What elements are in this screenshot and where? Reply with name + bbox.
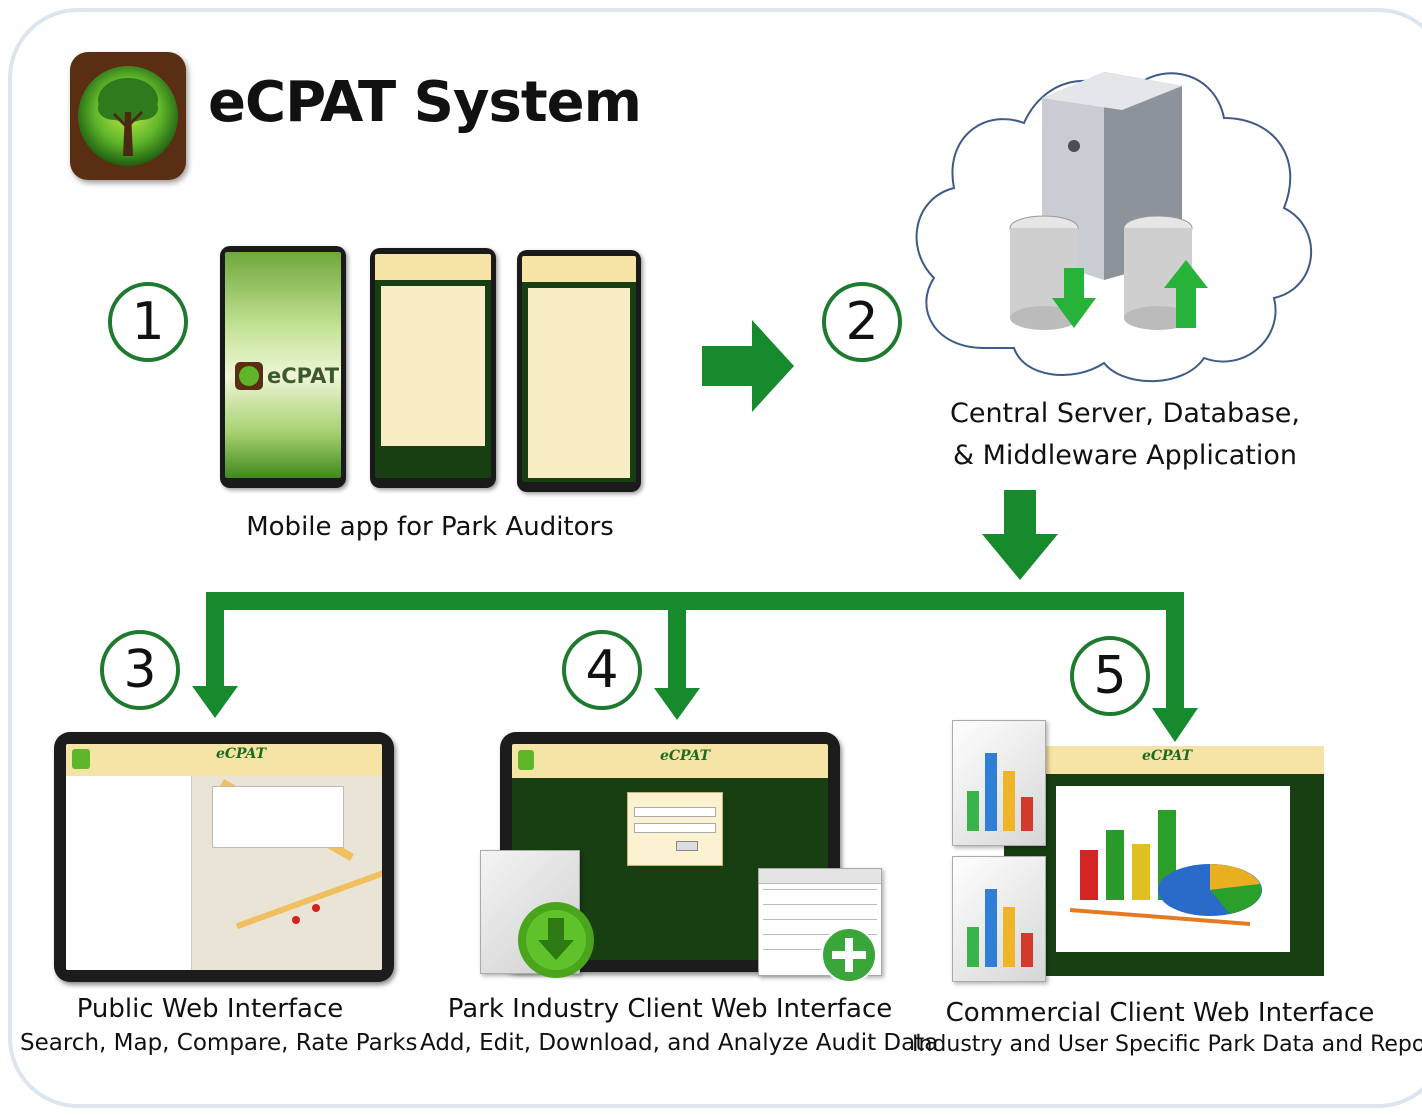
chart-3d-icon [1069,810,1262,926]
password-field[interactable] [634,823,716,833]
logo-icon [518,750,534,770]
step-4-caption: Park Industry Client Web Interface [447,994,893,1024]
step-4-subcaption: Add, Edit, Download, and Analyze Audit D… [420,1030,939,1056]
logo-icon [72,749,90,769]
web-brand: eCPAT [1142,748,1193,764]
app-icon [70,52,186,180]
tree-icon [235,362,263,390]
download-arrow-icon [518,902,594,978]
add-icon [821,927,877,983]
username-field[interactable] [634,807,716,817]
sign-in-button[interactable] [676,841,698,851]
step-2-badge: 2 [822,282,902,362]
phone-form-screen [517,250,641,492]
sign-in-panel [627,792,723,866]
step-1-caption: Mobile app for Park Auditors [246,512,614,542]
map-pin-icon[interactable] [312,904,320,912]
step-5-subcaption: Industry and User Specific Park Data and… [912,1032,1422,1057]
step-5-badge: 5 [1070,636,1150,716]
step-3-caption: Public Web Interface [76,994,344,1024]
report-document-icon [952,720,1046,846]
step-2-caption-line-2: & Middleware Application [952,440,1297,471]
step-2-caption-line-1: Central Server, Database, [949,398,1300,429]
web-brand: eCPAT [660,748,711,764]
commercial-web-panel: eCPAT [1004,746,1324,976]
step-3-subcaption: Search, Map, Compare, Rate Parks [20,1030,418,1056]
public-web-tablet: eCPAT [54,732,394,982]
splash-logo: eCPAT [235,362,339,390]
page-title: eCPAT System [208,70,642,135]
phone-instructions-screen [370,248,496,488]
step-5-caption: Commercial Client Web Interface [945,998,1375,1028]
diagram-frame [8,8,1422,1108]
park-list[interactable] [66,776,192,970]
park-map[interactable] [192,776,382,970]
arrow-right-icon [702,320,794,412]
cloud-server-icon [915,72,1313,383]
web-brand: eCPAT [216,746,267,762]
step-1-badge: 1 [108,282,188,362]
splash-brand: eCPAT [267,364,340,388]
map-pin-icon[interactable] [292,916,300,924]
step-3-badge: 3 [100,630,180,710]
step-4-badge: 4 [562,630,642,710]
phone-splash-screen: eCPAT [220,246,346,488]
report-document-icon [952,856,1046,982]
